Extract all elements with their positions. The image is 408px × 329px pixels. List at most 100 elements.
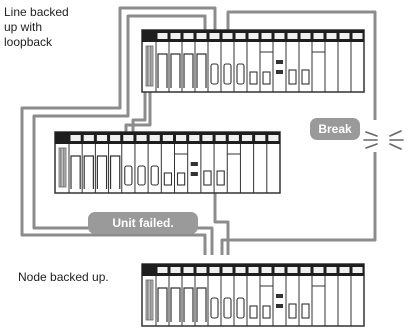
slot-header xyxy=(261,267,272,273)
cable-right-to-bottom xyxy=(220,152,377,255)
slot-header xyxy=(235,33,246,39)
io-module-terminal xyxy=(223,63,232,85)
io-module-connector xyxy=(183,287,194,322)
io-module-small-terminal xyxy=(176,172,186,186)
io-module-connector xyxy=(196,53,207,88)
slot-header xyxy=(149,135,160,141)
slot-header xyxy=(261,33,272,39)
power-supply-module xyxy=(58,147,67,188)
io-module-small-terminal xyxy=(288,69,297,85)
slot-header xyxy=(287,33,298,39)
slot-header xyxy=(183,267,194,273)
slot-header xyxy=(157,267,168,273)
cable-top-to-middle-return xyxy=(124,92,152,132)
indicator-dot xyxy=(276,304,283,308)
slot-header xyxy=(352,33,363,39)
slot-header xyxy=(287,267,298,273)
slot-header xyxy=(189,135,200,141)
slot-header xyxy=(313,33,324,39)
io-module-terminal xyxy=(150,165,159,186)
io-module-connector xyxy=(70,155,81,189)
slot-header xyxy=(70,135,81,141)
indicator-dot xyxy=(276,60,283,64)
slot-header xyxy=(202,135,213,141)
indicator-dot xyxy=(190,162,198,166)
slot-header xyxy=(170,267,181,273)
slot-header xyxy=(96,135,108,141)
plc-rack-bottom xyxy=(141,263,365,327)
slot-header xyxy=(274,267,285,273)
line-backed-label-line1: Line backed xyxy=(4,5,69,19)
io-module-small-terminal xyxy=(262,71,271,85)
io-module-connector xyxy=(170,53,181,88)
cable-top-to-right xyxy=(226,10,377,120)
io-module-terminal xyxy=(210,297,219,319)
io-module-terminal xyxy=(210,63,219,85)
slot-header xyxy=(326,267,337,273)
slot-header xyxy=(300,33,311,39)
io-module-small-terminal xyxy=(203,170,212,186)
io-module-connector xyxy=(96,155,108,189)
io-module-terminal xyxy=(236,297,245,319)
break-spark-icon xyxy=(363,130,404,150)
line-backed-label-line3: loopback xyxy=(4,35,53,49)
slot-header xyxy=(162,135,173,141)
slot-header xyxy=(170,33,181,39)
io-module-small-terminal xyxy=(163,172,173,186)
slot-header xyxy=(209,33,220,39)
slot-header xyxy=(248,33,259,39)
slot-header xyxy=(136,135,147,141)
slot-header xyxy=(83,135,94,141)
slot-header xyxy=(235,267,246,273)
io-module-small-terminal xyxy=(288,303,297,319)
slot-header xyxy=(215,135,226,141)
slot-header xyxy=(157,33,168,39)
line-backed-label-line2: up with xyxy=(4,20,43,34)
io-module-terminal xyxy=(124,165,133,186)
slot-header xyxy=(222,267,233,273)
slot-header xyxy=(183,33,194,39)
slot-header xyxy=(274,33,285,39)
slot-header xyxy=(300,267,311,273)
slot-header xyxy=(326,33,337,39)
slot-header xyxy=(339,267,350,273)
io-module-terminal xyxy=(223,297,232,319)
node-backed-label: Node backed up. xyxy=(18,270,109,284)
io-module-terminal xyxy=(236,63,245,85)
slot-header xyxy=(339,33,350,39)
plc-rack-middle xyxy=(54,131,281,194)
break-badge: Break xyxy=(310,118,360,140)
io-module-connector xyxy=(157,53,168,88)
io-module-small-terminal xyxy=(249,71,258,85)
slot-header xyxy=(352,267,363,273)
io-module-small-terminal xyxy=(301,69,310,85)
slot-header xyxy=(196,33,207,39)
slot-header xyxy=(268,135,279,141)
slot-header xyxy=(209,267,220,273)
io-module-connector xyxy=(83,155,94,189)
power-supply-module xyxy=(145,45,154,87)
io-module-small-terminal xyxy=(249,305,258,319)
slot-header xyxy=(222,33,233,39)
indicator-dot xyxy=(190,172,198,176)
io-module-connector xyxy=(183,53,194,88)
io-module-connector xyxy=(109,155,121,189)
io-module-terminal xyxy=(137,165,146,186)
io-module-small-terminal xyxy=(216,170,225,186)
slot-header xyxy=(313,267,324,273)
cable-middle-to-bottom xyxy=(213,193,230,255)
power-supply-module xyxy=(145,279,154,321)
slot-header xyxy=(176,135,187,141)
io-module-connector xyxy=(170,287,181,322)
io-module-connector xyxy=(196,287,207,322)
slot-header xyxy=(248,267,259,273)
loopback-cable-outer xyxy=(20,6,217,255)
plc-rack-top xyxy=(141,29,365,93)
indicator-dot xyxy=(276,70,283,74)
io-module-connector xyxy=(157,287,168,322)
unit-failed-badge: Unit failed. xyxy=(88,212,198,234)
slot-header xyxy=(241,135,253,141)
slot-header xyxy=(123,135,134,141)
indicator-dot xyxy=(276,294,283,298)
